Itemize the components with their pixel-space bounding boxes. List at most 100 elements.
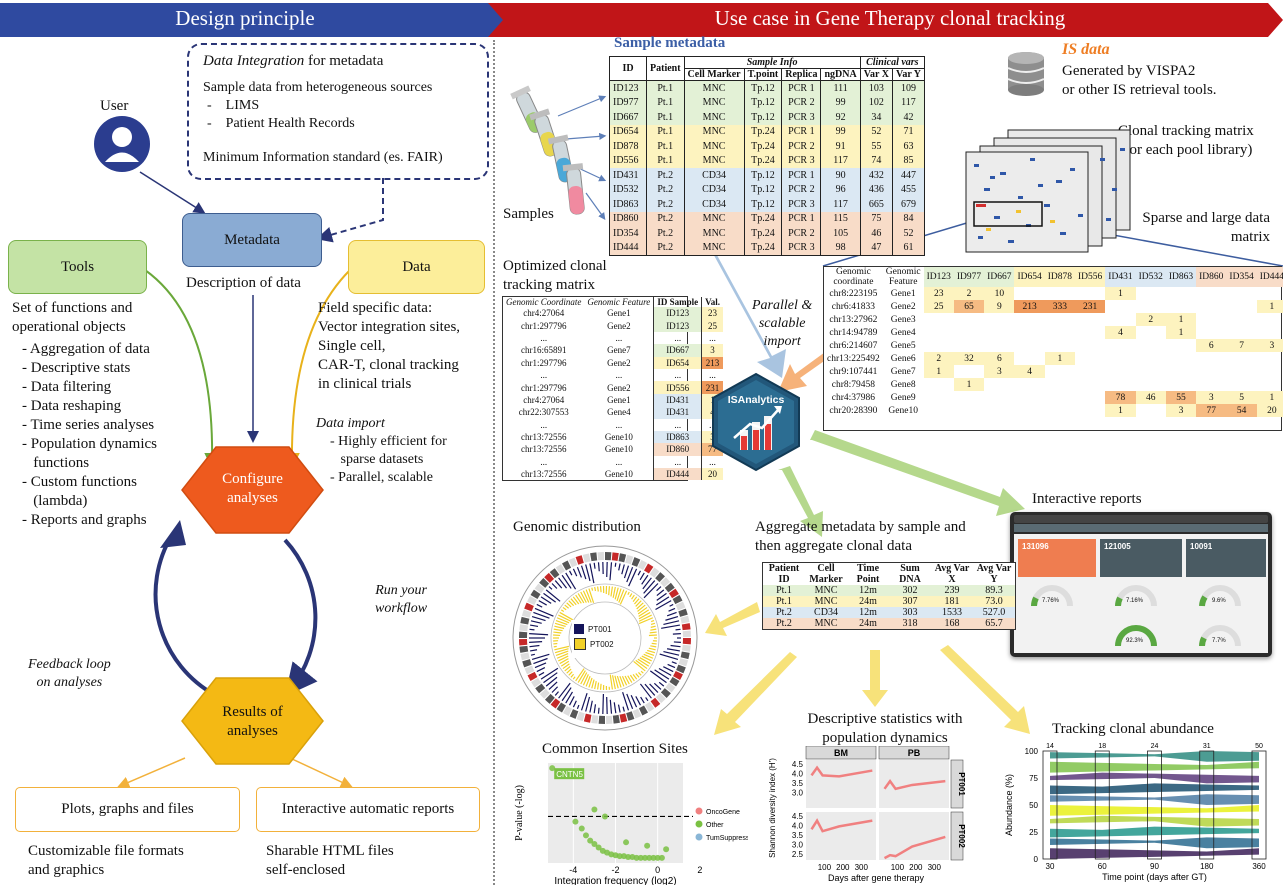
tools-list: - Aggregation of data - Descriptive stat… <box>22 340 157 530</box>
col-header: Cell Marker <box>809 563 843 585</box>
pt002-bar <box>591 587 594 591</box>
table-cell: MNC <box>683 153 745 168</box>
col-header: ID431 <box>1105 267 1136 287</box>
table-cell: 5 <box>1226 391 1257 404</box>
table-cell: 333 <box>1044 300 1076 313</box>
clone-count-label: 14 <box>1046 743 1054 750</box>
pt002-bar <box>562 663 570 670</box>
table-cell: 92 <box>820 110 861 125</box>
circos-inner-ring <box>550 583 660 693</box>
table-cell: ... <box>540 419 548 430</box>
design-principle-title: Design principle <box>175 6 315 30</box>
pt002-bar <box>568 671 573 676</box>
interactive-reports-title: Interactive reports <box>1032 491 1142 507</box>
table-cell: 109 <box>892 80 925 96</box>
chromosome-band <box>524 665 535 675</box>
sample-tubes-icon <box>510 85 585 215</box>
table-cell: 46 <box>859 226 893 241</box>
table-cell: Gene2 <box>607 357 631 368</box>
table-cell: MNC <box>683 110 745 125</box>
database-icon <box>1007 52 1045 96</box>
clonal-matrix-title: Clonal tracking matrix(for each pool lib… <box>1118 123 1254 158</box>
table-cell: ID863 <box>653 430 703 444</box>
table-cell: 103 <box>859 80 893 96</box>
table-cell <box>1226 287 1256 300</box>
table-cell: PCR 3 <box>781 240 821 256</box>
data-integration-title: Data Integration for metadata <box>203 53 384 69</box>
table-row: ............ <box>503 455 723 469</box>
table-cell: Tp.24 <box>743 226 782 241</box>
table-cell: 84 <box>892 211 925 226</box>
table-cell: 527.0 <box>982 607 1006 618</box>
table-cell <box>1257 365 1283 378</box>
table-cell: Gene10 <box>888 405 918 416</box>
pt002-bar <box>559 611 574 621</box>
table-cell <box>1257 352 1283 365</box>
desc-xtick: 100 <box>818 863 832 872</box>
col-header: Genomic Feature <box>885 267 921 287</box>
pt001-bar <box>667 663 676 669</box>
chromosome-band <box>625 554 634 565</box>
desc-xtick: 100 <box>891 863 905 872</box>
table-cell: ID123 <box>653 319 703 332</box>
pt002-bar <box>609 674 613 690</box>
pt001-bar <box>529 628 535 631</box>
chromosome-band <box>582 553 591 563</box>
pt002-bar <box>632 596 638 602</box>
table-cell <box>1196 313 1226 326</box>
pt002-bar <box>582 590 590 603</box>
pt002-bar <box>570 673 575 678</box>
tracking-xlabel: Time point (days after GT) <box>1102 872 1207 882</box>
table-cell: 23 <box>923 287 954 300</box>
table-cell: 10 <box>984 287 1015 300</box>
pt002-bar <box>650 645 657 648</box>
table-cell: MNC <box>814 596 838 607</box>
pt002-bar <box>594 586 597 592</box>
desc-ytick: 3.0 <box>792 841 804 850</box>
pt002-bar <box>554 645 570 651</box>
table-cell <box>1105 313 1135 326</box>
table-cell: Tp.12 <box>743 182 782 197</box>
pt002-bar <box>572 596 580 605</box>
pt001-bar <box>565 691 573 704</box>
pt002-bar <box>580 591 587 603</box>
table-cell: Pt.1 <box>646 110 685 125</box>
chromosome-band <box>681 644 691 652</box>
pt001-bar <box>670 644 681 648</box>
tools-item: - Custom functions <box>22 474 138 490</box>
diversity-line <box>883 778 946 791</box>
cis-point <box>623 839 630 846</box>
chromosome-band <box>531 677 542 688</box>
col-header: Cell Marker <box>683 68 745 81</box>
pt001-bar <box>585 696 591 712</box>
data-box: Data <box>348 240 485 294</box>
table-cell <box>1045 326 1075 339</box>
table-cell: 77 <box>1196 404 1227 417</box>
pt001-bar <box>659 653 679 660</box>
pt002-bar <box>635 673 640 678</box>
table-cell: ID532 <box>609 182 647 197</box>
clone-count-label: 50 <box>1255 743 1263 750</box>
pt002-bar <box>575 594 582 604</box>
table-cell: 1 <box>1165 313 1197 326</box>
table-cell <box>1075 365 1105 378</box>
pt002-bar <box>614 587 619 600</box>
table-cell <box>1196 300 1226 313</box>
table-cell: 181 <box>944 596 960 607</box>
pt001-bar <box>663 666 674 673</box>
table-cell <box>954 313 984 326</box>
table-cell: 3 <box>984 365 1015 378</box>
pt001-bar <box>543 592 557 603</box>
report-gauge-label: 7.7% <box>1212 638 1226 644</box>
cis-point <box>591 806 598 813</box>
table-cell <box>1196 365 1226 378</box>
table-cell: 117 <box>820 197 861 212</box>
tools-item: - Descriptive stats <box>22 360 131 376</box>
pt002-bar <box>614 675 619 689</box>
